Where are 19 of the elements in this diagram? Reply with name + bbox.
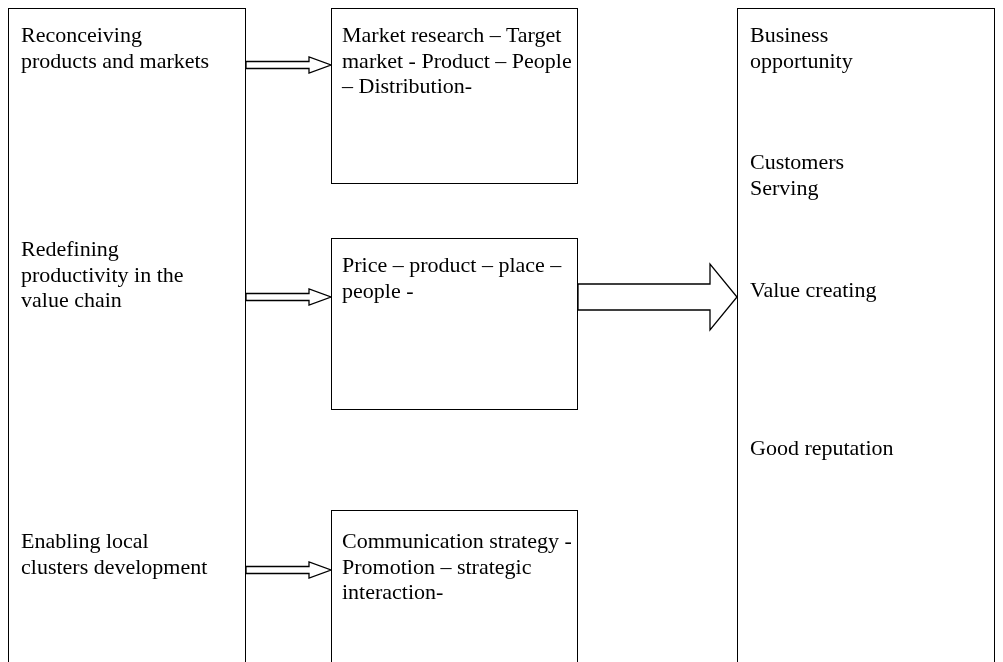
node-text: Business opportunity	[750, 22, 854, 73]
text-box	[331, 510, 578, 662]
text-box	[331, 8, 578, 184]
node-text: Customers Serving	[750, 149, 846, 200]
node-text: Price – product – place – people -	[342, 252, 563, 303]
node-text: Redefining productivity in the value chain	[21, 236, 185, 313]
node-text: Reconceiving products and markets	[21, 22, 211, 73]
node-text: Good reputation	[750, 435, 895, 461]
text-box	[331, 238, 578, 410]
node-text: Enabling local clusters development	[21, 528, 209, 579]
hollow-arrow	[245, 561, 333, 579]
hollow-arrow	[245, 288, 333, 306]
node-text: Communication strategy - Promotion – strategic interaction-	[342, 528, 573, 605]
hollow-arrow	[577, 262, 738, 332]
node-text: Market research – Target market - Product – People – Distribution-	[342, 22, 572, 99]
node-text: Value creating	[750, 277, 878, 303]
hollow-arrow	[245, 56, 333, 74]
text-box	[737, 8, 995, 662]
text-box	[8, 8, 246, 662]
